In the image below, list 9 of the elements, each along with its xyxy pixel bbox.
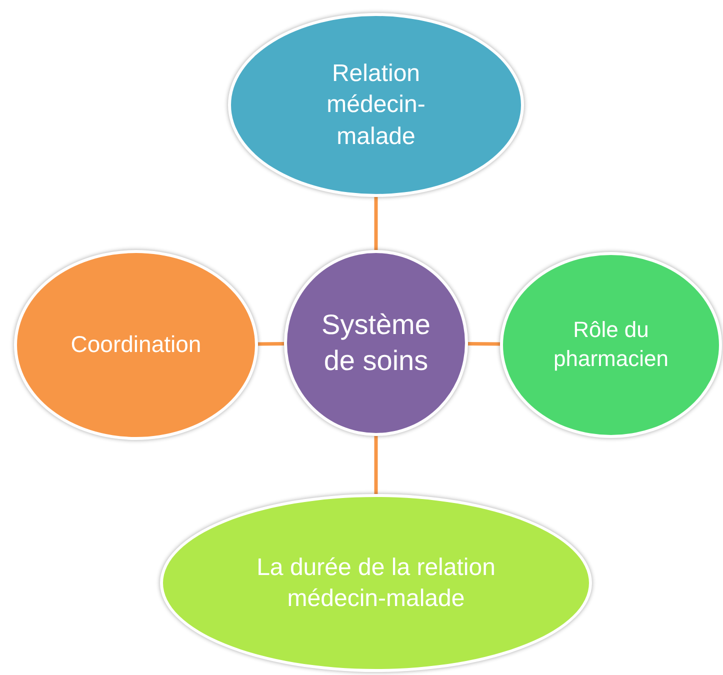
node-label: Relation médecin-malade bbox=[326, 59, 426, 152]
node-label: Rôle du pharmacien bbox=[552, 316, 670, 373]
connector-line bbox=[374, 197, 378, 250]
connector-line bbox=[258, 342, 284, 346]
node-label: Coordination bbox=[70, 330, 202, 360]
node-label: La durée de la relation médecin-malade bbox=[256, 552, 496, 614]
node-label: Système de soins bbox=[320, 308, 432, 378]
connector-line bbox=[374, 436, 378, 494]
connector-line bbox=[468, 342, 500, 346]
